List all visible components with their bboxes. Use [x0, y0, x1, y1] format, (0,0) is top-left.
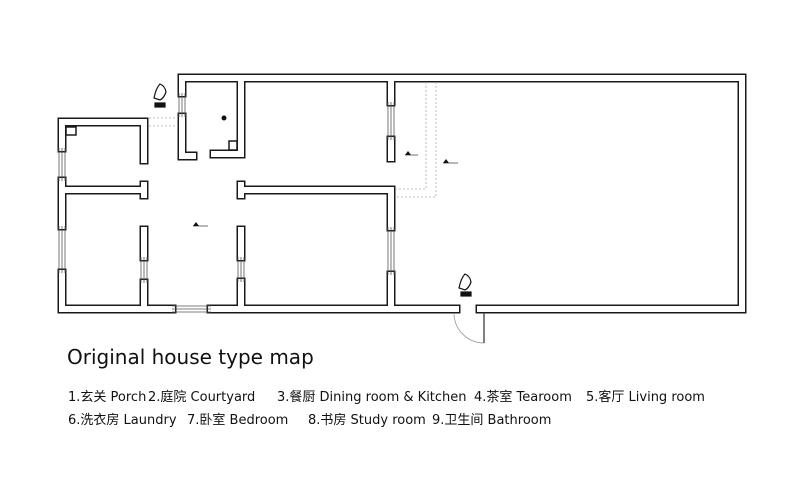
legend-living-room: 5.客厅 Living room — [586, 390, 705, 405]
entry-person-icon — [153, 83, 472, 297]
entrance-door — [453, 312, 485, 344]
legend-bathroom: 9.卫生间 Bathroom — [432, 413, 552, 428]
column-dot — [221, 115, 227, 121]
level-markers — [193, 151, 458, 227]
legend-dining-kitchen: 3.餐厨 Dining room & Kitchen — [277, 390, 467, 405]
windows — [58, 93, 395, 313]
plan-title: Original house type map — [67, 345, 314, 369]
walls-outline — [57, 73, 747, 314]
legend-porch: 1.玄关 Porch — [68, 390, 147, 405]
legend-bedroom: 7.卧室 Bedroom — [187, 413, 289, 428]
legend-study-room: 8.书房 Study room — [308, 413, 426, 428]
legend-courtyard: 2.庭院 Courtyard — [148, 390, 256, 405]
legend-tearoom: 4.茶室 Tearoom — [474, 390, 572, 405]
dashed-lines — [149, 82, 437, 198]
legend-laundry: 6.洗衣房 Laundry — [68, 413, 177, 428]
